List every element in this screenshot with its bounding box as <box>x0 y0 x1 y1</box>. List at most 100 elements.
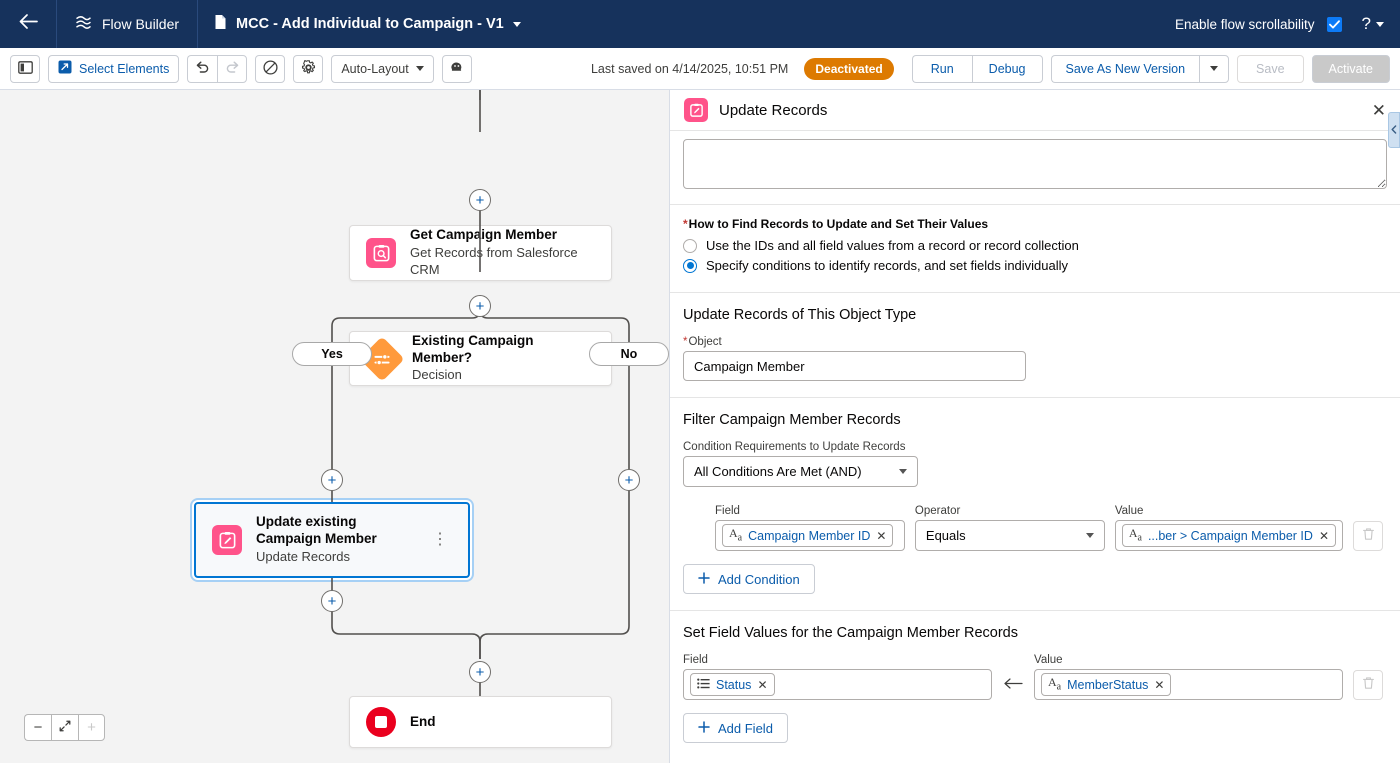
flow-name-menu[interactable]: MCC - Add Individual to Campaign - V1 <box>198 0 537 48</box>
back-button[interactable] <box>0 0 56 48</box>
einstein-button[interactable] <box>441 54 472 83</box>
add-condition-button[interactable]: Add Condition <box>683 564 815 594</box>
add-element-button[interactable]: + <box>321 469 343 491</box>
save-options-dropdown[interactable] <box>1199 54 1230 83</box>
select-elements-icon <box>58 60 72 77</box>
add-field-button[interactable]: Add Field <box>683 713 788 743</box>
more-vertical-icon[interactable]: ⋮ <box>432 531 448 548</box>
set-value-combobox[interactable]: Aa MemberStatus ✕ <box>1034 669 1343 700</box>
set-field-values-section: Set Field Values for the Campaign Member… <box>670 611 1400 759</box>
node-title: Update existing Campaign Member <box>256 514 377 547</box>
run-button[interactable]: Run <box>911 54 972 83</box>
delete-field-button[interactable] <box>1353 670 1383 700</box>
radio-button-selected[interactable] <box>683 258 697 273</box>
x-icon[interactable]: ✕ <box>876 528 887 543</box>
x-icon[interactable]: ✕ <box>757 677 768 692</box>
flow-name-label: MCC - Add Individual to Campaign - V1 <box>236 16 504 32</box>
branch-label-no[interactable]: No <box>589 342 669 366</box>
delete-condition-button[interactable] <box>1353 521 1383 551</box>
radio-button[interactable] <box>683 238 697 253</box>
value-pill[interactable]: Aa ...ber > Campaign Member ID ✕ <box>1121 524 1336 547</box>
debug-button[interactable]: Debug <box>971 54 1043 83</box>
run-debug-group: Run Debug <box>911 54 1043 83</box>
required-asterisk: * <box>683 336 688 348</box>
zoom-in-button[interactable]: + <box>78 714 105 741</box>
node-title: Get Campaign Member <box>410 227 558 243</box>
header-right-group: Enable flow scrollability ? <box>1175 14 1400 34</box>
zoom-controls: − + <box>24 714 105 741</box>
chevron-down-icon <box>1210 66 1219 71</box>
condition-requirements-dropdown[interactable]: All Conditions Are Met (AND) <box>683 456 918 487</box>
add-element-button[interactable]: + <box>469 661 491 683</box>
x-icon[interactable]: ✕ <box>1154 677 1165 692</box>
cut-disabled-button[interactable] <box>255 54 286 83</box>
flow-node-update-existing-campaign-member[interactable]: Update existing Campaign Member Update R… <box>194 502 470 578</box>
object-value: Campaign Member <box>694 358 805 374</box>
chevron-down-icon[interactable] <box>512 21 521 27</box>
chevron-down-icon <box>1085 533 1094 538</box>
flow-canvas[interactable]: + + + + + + Get Campaign Member Ge <box>0 90 670 763</box>
save-button[interactable]: Save <box>1237 54 1304 83</box>
last-saved-label: Last saved on 4/14/2025, 10:51 PM <box>590 61 789 76</box>
close-icon[interactable]: ✕ <box>1371 100 1386 120</box>
zoom-out-button[interactable]: − <box>24 714 51 741</box>
workspace: + + + + + + Get Campaign Member Ge <box>0 90 1400 763</box>
header-divider-2 <box>197 0 199 48</box>
select-elements-button[interactable]: Select Elements <box>48 54 180 83</box>
add-element-button[interactable]: + <box>321 590 343 612</box>
toggle-left-panel-button[interactable] <box>10 54 40 83</box>
object-section-heading: Update Records of This Object Type <box>683 307 917 323</box>
radio-label: Specify conditions to identify records, … <box>706 258 1069 273</box>
value-column-header: Value <box>1114 505 1144 517</box>
update-records-icon <box>684 98 708 122</box>
operator-column-header: Operator <box>914 505 961 517</box>
scrollability-label: Enable flow scrollability <box>1174 16 1315 32</box>
flow-node-end[interactable]: End <box>349 696 612 748</box>
panel-collapse-handle[interactable] <box>1388 112 1400 148</box>
scrollability-checkbox[interactable] <box>1326 16 1342 32</box>
no-entry-icon <box>263 59 278 78</box>
object-input[interactable]: Campaign Member <box>683 351 1026 381</box>
activate-button[interactable]: Activate <box>1311 54 1390 83</box>
radio-option-specify-conditions[interactable]: Specify conditions to identify records, … <box>683 258 1387 273</box>
set-field-combobox[interactable]: Status ✕ <box>683 669 992 700</box>
help-menu[interactable]: ? <box>1354 14 1384 34</box>
node-title: End <box>410 713 436 729</box>
radio-option-use-ids[interactable]: Use the IDs and all field values from a … <box>683 238 1387 253</box>
value-pill[interactable]: Aa MemberStatus ✕ <box>1041 673 1172 696</box>
condition-field-combobox[interactable]: Aa Campaign Member ID ✕ <box>715 520 905 551</box>
condition-requirements-label: Condition Requirements to Update Records <box>683 441 906 453</box>
required-asterisk: * <box>683 217 688 231</box>
x-icon[interactable]: ✕ <box>1318 528 1329 543</box>
flow-node-existing-campaign-member[interactable]: Existing Campaign Member? Decision <box>349 331 612 386</box>
undo-button[interactable] <box>187 54 218 83</box>
save-as-new-version-button[interactable]: Save As New Version <box>1050 54 1200 83</box>
node-subtitle: Update Records <box>256 548 350 564</box>
description-textarea[interactable] <box>683 139 1387 189</box>
text-field-icon: Aa <box>729 526 743 544</box>
condition-operator-dropdown[interactable]: Equals <box>914 520 1105 551</box>
field-pill[interactable]: Aa Campaign Member ID ✕ <box>722 524 894 547</box>
condition-value-group: Value Aa ...ber > Campaign Member ID ✕ <box>1114 505 1343 551</box>
flow-builder-icon <box>75 14 92 34</box>
flow-toolbar: Select Elements Auto-L <box>0 48 1400 90</box>
object-label-text: Object <box>688 336 722 348</box>
how-to-find-section: *How to Find Records to Update and Set T… <box>670 205 1400 293</box>
layout-mode-dropdown[interactable]: Auto-Layout <box>331 54 434 83</box>
set-fields-heading: Set Field Values for the Campaign Member… <box>683 625 1018 641</box>
app-launcher-flow-builder[interactable]: Flow Builder <box>57 0 197 48</box>
condition-value-combobox[interactable]: Aa ...ber > Campaign Member ID ✕ <box>1114 520 1343 551</box>
branch-label-yes[interactable]: Yes <box>292 342 372 366</box>
flow-settings-button[interactable] <box>293 54 324 83</box>
add-element-button[interactable]: + <box>618 469 640 491</box>
add-element-button[interactable]: + <box>469 295 491 317</box>
value-column-header: Value <box>1034 654 1063 666</box>
flow-connectors <box>331 90 630 696</box>
operator-value: Equals <box>925 528 966 543</box>
field-pill[interactable]: Status ✕ <box>690 673 775 696</box>
value-pill-label: ...ber > Campaign Member ID <box>1147 528 1313 543</box>
zoom-fit-button[interactable] <box>51 714 78 741</box>
object-field-label: *Object <box>683 336 1387 348</box>
add-element-button[interactable]: + <box>469 189 491 211</box>
redo-button[interactable] <box>217 54 248 83</box>
